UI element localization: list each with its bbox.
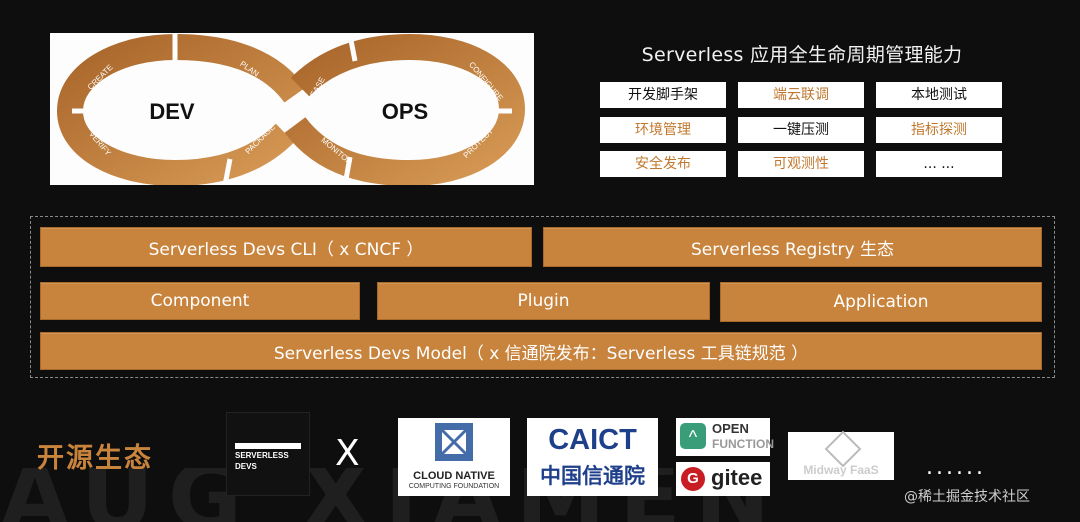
midway-icon [824, 430, 862, 468]
lifecycle-title: Serverless 应用全生命周期管理能力 [641, 44, 963, 66]
lifecycle-cell: 本地测试 [876, 82, 1002, 108]
gitee-text: gitee [711, 465, 763, 490]
more-ellipsis: ...... [926, 455, 986, 480]
lifecycle-cell: 指标探测 [876, 117, 1002, 143]
lifecycle-cell: 安全发布 [600, 151, 726, 177]
openfunction-text-open: OPEN [712, 421, 749, 436]
gitee-icon: G [681, 467, 705, 491]
serverless-devs-mark [235, 443, 301, 449]
serverless-devs-subtext: DEVS [235, 462, 257, 471]
source-watermark: @稀土掘金技术社区 [904, 489, 1030, 505]
component-bar: Component [40, 282, 360, 320]
gitee-logo: G gitee [676, 462, 770, 496]
cncf-logo: CLOUD NATIVE COMPUTING FOUNDATION [398, 418, 510, 496]
caict-logo: CAICT 中国信通院 [527, 418, 658, 496]
lifecycle-cell: 端云联调 [738, 82, 864, 108]
model-bar: Serverless Devs Model（ x 信通院发布：Serverles… [40, 332, 1042, 370]
openfunction-text-function: FUNCTION [712, 437, 774, 451]
lifecycle-cell: ... ... [876, 151, 1002, 177]
lifecycle-cell: 环境管理 [600, 117, 726, 143]
architecture-stack-container [30, 216, 1055, 378]
devops-loop-graphic: CREATE PLAN PACKAGE VERIFY RELEASE CONFI… [56, 33, 526, 185]
lifecycle-cell: 可观测性 [738, 151, 864, 177]
application-bar: Application [720, 282, 1042, 322]
cncf-subtitle: COMPUTING FOUNDATION [408, 483, 500, 490]
midway-faas-logo: Midway FaaS [788, 430, 894, 480]
x-mark: X [335, 433, 360, 474]
plugin-bar: Plugin [377, 282, 710, 320]
openfunction-logo: ^ OPEN FUNCTION [676, 418, 774, 456]
cncf-icon [435, 423, 473, 461]
serverless-devs-text: SERVERLESS [235, 451, 289, 460]
midway-text: Midway FaaS [803, 463, 879, 477]
registry-bar: Serverless Registry 生态 [543, 227, 1042, 267]
devops-infinity-diagram: CREATE PLAN PACKAGE VERIFY RELEASE CONFI… [50, 33, 534, 185]
cli-bar: Serverless Devs CLI（ x CNCF ） [40, 227, 532, 267]
caict-chinese-name: 中国信通院 [540, 464, 645, 488]
caict-name: CAICT [548, 424, 637, 456]
openfunction-icon: ^ [680, 423, 706, 449]
lifecycle-cell: 开发脚手架 [600, 82, 726, 108]
ops-label: OPS [382, 99, 428, 124]
ecosystem-title: 开源生态 [37, 443, 153, 474]
cncf-name: CLOUD NATIVE [413, 470, 495, 482]
serverless-devs-logo: SERVERLESS DEVS [226, 412, 310, 496]
dev-label: DEV [149, 99, 195, 124]
lifecycle-cell: 一键压测 [738, 117, 864, 143]
